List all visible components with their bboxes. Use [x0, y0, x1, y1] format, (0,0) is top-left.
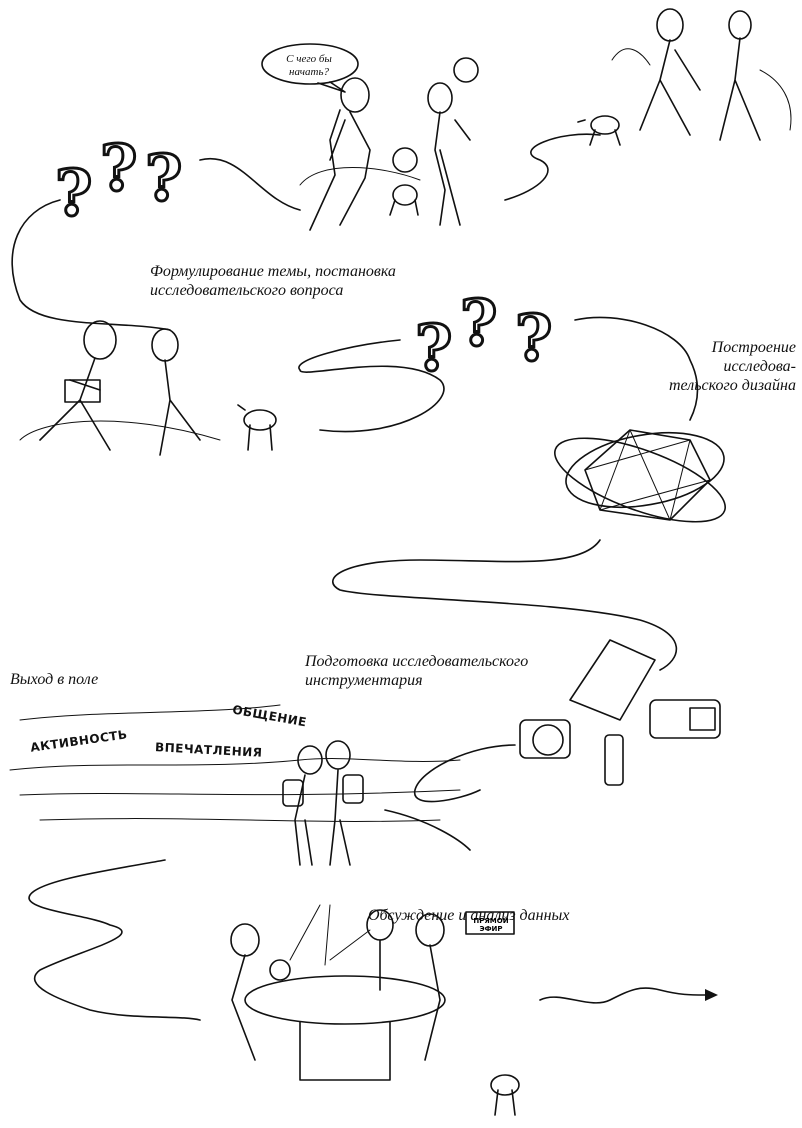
- field-researchers: [282, 740, 364, 866]
- couple-walking: [577, 8, 792, 146]
- caption-tools: Подготовка исследовательского инструмент…: [305, 653, 529, 689]
- round-table-discussion: [230, 904, 520, 1116]
- path-arrowhead: [705, 989, 718, 1001]
- svg-text:?: ?: [55, 156, 93, 231]
- live-sign-text: ПРЯМОЙ ЭФИР: [473, 917, 509, 933]
- speech-bubble-text: С чего бы начать?: [286, 53, 332, 78]
- svg-text:?: ?: [515, 301, 553, 376]
- caption-field: Выход в поле: [10, 671, 99, 688]
- idea-bubble: [453, 57, 479, 83]
- winding-path: [11, 133, 706, 1021]
- live-sign: [465, 911, 515, 935]
- caption-analysis: Обсуждение и анализ данных: [368, 907, 570, 924]
- research-tools: [519, 639, 721, 786]
- caption-topic: Формулирование темы, постановка исследов…: [150, 263, 396, 299]
- svg-text:?: ?: [460, 286, 498, 361]
- speech-bubble: [261, 43, 359, 85]
- question-marks-group-2: ? ? ?: [414, 285, 555, 388]
- svg-text:?: ?: [145, 141, 183, 216]
- couple-reading: [19, 320, 277, 456]
- couple-thinking: [299, 77, 471, 231]
- question-marks-group-1: ? ? ?: [54, 130, 185, 233]
- svg-text:?: ?: [100, 131, 138, 206]
- caption-design: Построение исследова-тельского дизайна: [668, 339, 796, 394]
- svg-text:?: ?: [415, 311, 453, 386]
- crystal-orbit: [554, 429, 726, 523]
- bone-bubble: [392, 147, 418, 173]
- field-scene: [9, 704, 461, 822]
